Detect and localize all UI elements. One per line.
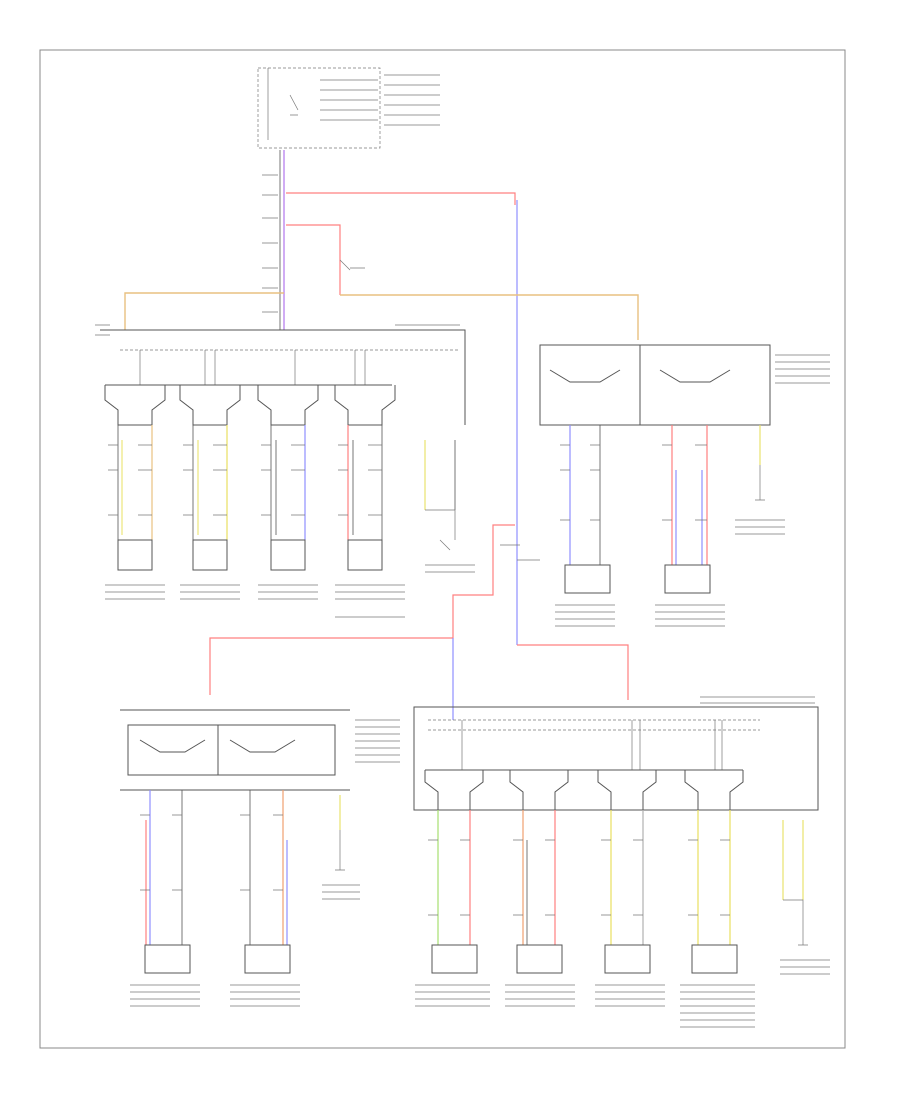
lower-right-wires: [437, 810, 808, 946]
diagram-frame: [39, 49, 846, 1049]
driver-seat-motors: [105, 539, 405, 618]
red-wire-branch: [286, 224, 341, 295]
right-upper-wires: [569, 425, 765, 565]
lower-right-motors: [415, 944, 830, 1028]
right-upper-motors: [555, 519, 785, 627]
lower-right-module: [413, 696, 819, 811]
lower-left-motors: [130, 884, 360, 1007]
right-upper-switch-group: [539, 344, 830, 426]
main-feed-wires: [262, 150, 285, 330]
red-wire-right-mid: [517, 644, 629, 700]
yellow-bus-left: [124, 292, 284, 330]
ground-bus-left: [100, 329, 466, 425]
lower-left-wires: [145, 790, 345, 945]
yellow-bus-right: [340, 294, 639, 340]
driver-seat-switch-group: [104, 349, 460, 426]
driver-seat-wires: [117, 425, 383, 540]
lower-left-switch-group: [120, 709, 400, 791]
lumbar-switch-left: [424, 440, 475, 573]
connector-ticks: [108, 444, 730, 916]
red-wire-top: [286, 192, 516, 205]
red-wire-mid: [209, 524, 515, 695]
fuse-block-top: [257, 67, 440, 149]
